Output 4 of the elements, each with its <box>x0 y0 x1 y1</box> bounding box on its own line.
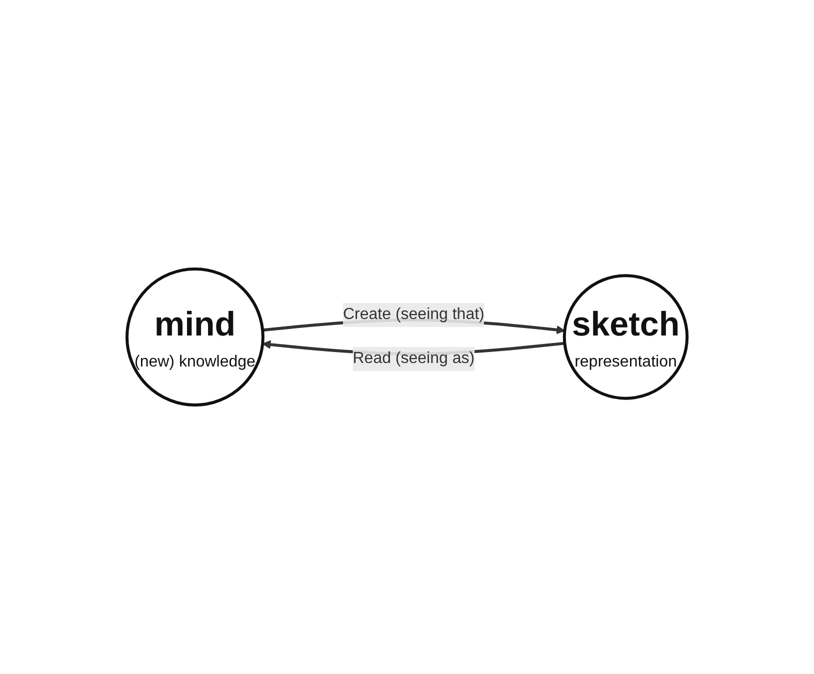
node-circle: mind (new) knowledge <box>125 268 264 406</box>
edge-label: Create (seeing that) <box>342 306 484 323</box>
node-circle: sketch representation <box>562 274 689 400</box>
edge-label: Read (seeing as) <box>352 350 475 367</box>
